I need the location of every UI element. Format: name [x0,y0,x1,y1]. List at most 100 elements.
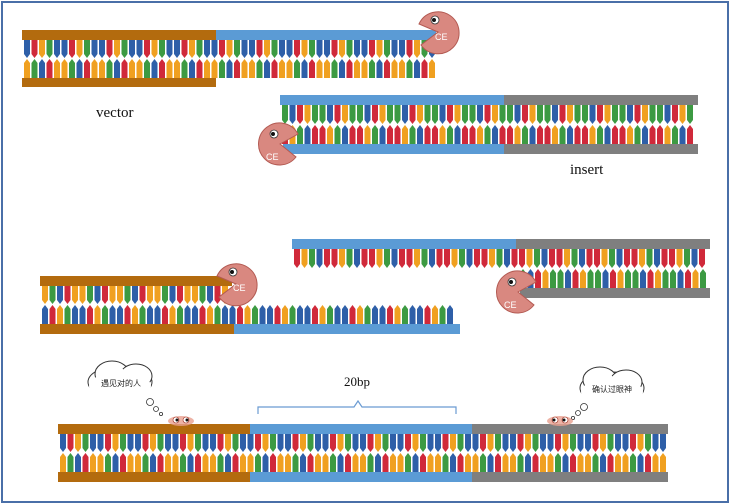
exonuclease-enzyme-3: CE [216,263,258,307]
base-block [229,305,236,324]
exonuclease-enzyme-2: CE [258,122,299,166]
base-block [492,125,498,144]
base-block [76,40,83,58]
base-block [406,40,413,58]
base-block [480,453,486,472]
base-block [312,105,318,124]
base-block [120,453,126,472]
base-block [427,453,434,472]
base-block [692,269,699,288]
base-block [535,269,541,288]
base-block [384,59,390,78]
base-block [105,434,111,452]
vector-top-strand-blue [216,30,436,40]
base-block [345,453,351,472]
base-block [379,105,386,124]
base-block [577,453,584,472]
base-block [514,105,521,124]
base-block [142,434,149,452]
base-block [324,59,330,78]
base-block [439,305,446,324]
base-block [602,269,609,288]
base-block [619,105,626,124]
base-block [174,40,180,58]
base-block [97,453,104,472]
base-block [634,105,641,124]
base-block [555,453,561,472]
base-block [405,453,411,472]
base-block [367,434,374,452]
base-block [642,105,648,124]
base-block [649,125,656,144]
base-block [670,269,676,288]
base-block [361,40,368,58]
base-block [507,105,513,124]
base-block [271,40,278,58]
base-block [42,286,48,304]
base-block [294,249,300,268]
base-block [279,59,285,78]
base-block [429,59,435,78]
base-block [489,249,495,268]
base-block [552,125,558,144]
base-block [217,453,224,472]
peeking-eyes-left [168,416,194,426]
base-block [72,286,78,304]
base-block [31,40,38,58]
base-block [414,249,420,268]
base-block [277,453,284,472]
base-block [637,453,644,472]
base-block [562,453,569,472]
base-block [684,249,690,268]
product-top-bases [60,434,666,452]
base-block [391,59,398,78]
base-block [135,453,141,472]
base-block [316,40,323,58]
base-block [487,434,494,452]
base-block [632,269,639,288]
resected-vector-top-bases [42,286,228,304]
base-block [244,305,251,324]
base-block [352,434,359,452]
base-block [219,59,225,78]
resected-vector-bottom-bases [42,305,453,324]
base-block [139,286,146,304]
base-block [604,105,611,124]
base-block [75,434,81,452]
base-block [331,249,338,268]
base-block [352,453,359,472]
base-block [397,434,404,452]
base-block [181,59,188,78]
base-block [79,286,86,304]
base-block [39,59,45,78]
base-block [582,105,588,124]
base-block [450,434,456,452]
base-block [300,434,306,452]
base-block [507,125,513,144]
base-block [567,125,573,144]
base-block [387,105,393,124]
base-block [49,286,56,304]
base-block [552,105,558,124]
base-block [154,286,161,304]
base-block [382,453,389,472]
base-block [204,40,210,58]
base-block [319,305,326,324]
exonuclease-enzyme-4: CE [496,270,537,314]
base-block [324,249,330,268]
base-block [607,453,614,472]
base-block [615,434,621,452]
base-block [664,105,671,124]
resected-insert-top-strand-gray [516,239,710,249]
base-block [615,453,621,472]
panel-annealed-product [58,424,668,482]
peeking-eyes-icon [168,416,194,426]
base-block [447,305,453,324]
base-block [354,249,360,268]
base-block [375,434,381,452]
base-block [279,40,285,58]
base-block [172,434,179,452]
base-block [315,434,321,452]
base-block [559,125,566,144]
